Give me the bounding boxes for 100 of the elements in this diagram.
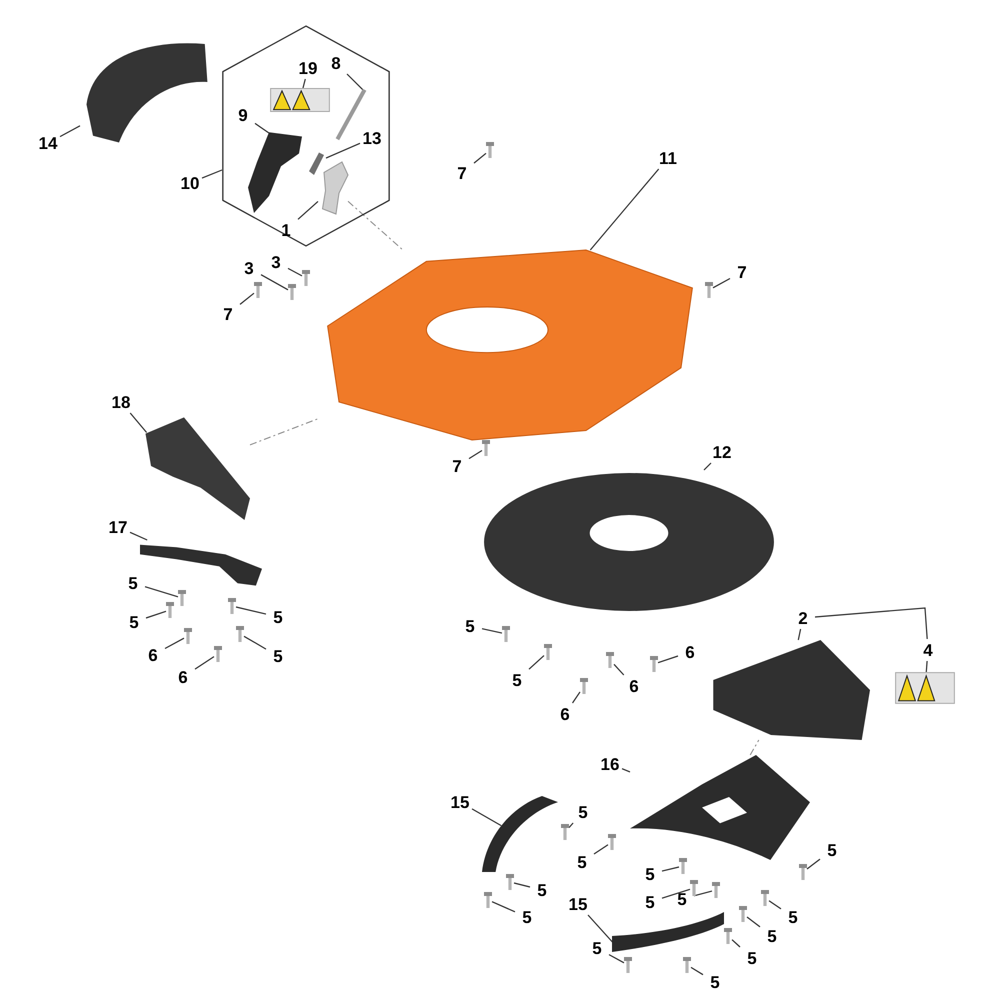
callout-number: 5 [122,611,146,633]
screw-drawing [739,906,747,922]
screw-drawing [502,626,510,642]
callout-number: 18 [109,391,133,413]
callout-number: 7 [730,261,754,283]
leader-line [690,966,704,976]
leader-line [658,655,678,664]
leader-line [746,916,760,928]
assembly-line [348,200,404,250]
screw-drawing [561,824,569,840]
screw-drawing [166,602,174,618]
leader-line [244,636,266,650]
leader-line [144,586,178,598]
callout-number: 3 [237,257,261,279]
screw-drawing [705,282,713,298]
screw-drawing [690,880,698,896]
leader-line [474,152,486,164]
leader-line [346,74,364,92]
leader-line [806,858,820,870]
callout-number: 5 [458,615,482,637]
leader-line [814,607,928,640]
callout-number: 5 [571,801,595,823]
callout-number: 16 [598,753,622,775]
leader-line [614,664,624,676]
leader-line [798,628,802,640]
screw-drawing [288,284,296,300]
screw-drawing [486,142,494,158]
screw-drawing [254,282,262,298]
leader-line [468,450,482,460]
warning-label-drawing [270,88,330,112]
screw-drawing [683,957,691,973]
leader-line [732,939,740,948]
assembly-line [750,740,760,756]
callout-number: 15 [566,893,590,915]
callout-number: 10 [178,172,202,194]
screw-drawing [228,598,236,614]
strip-drawing [612,912,724,952]
assembly-line [250,418,320,446]
callout-number: 5 [703,971,727,993]
frame-drawing [630,755,810,860]
screw-drawing [606,652,614,668]
screw-drawing [799,864,807,880]
leader-line [202,169,222,179]
pin-drawing [306,150,326,175]
leader-line [60,125,80,138]
callout-number: 6 [553,703,577,725]
leader-line [146,610,166,619]
leader-line [326,142,360,159]
callout-number: 5 [781,906,805,928]
leader-line [594,844,608,854]
leader-line [768,900,782,910]
screw-drawing [624,957,632,973]
callout-number: 5 [505,669,529,691]
callout-number: 7 [216,303,240,325]
leader-line [704,462,712,470]
leader-line [240,292,254,305]
screw-drawing [506,874,514,890]
screw-drawing [544,644,552,660]
callout-number: 5 [638,863,662,885]
callout-number: 5 [121,572,145,594]
callout-number: 7 [445,455,469,477]
screw-drawing [184,628,192,644]
callout-number: 5 [740,947,764,969]
callout-number: 5 [266,606,290,628]
screw-drawing [178,590,186,606]
screw-drawing [484,892,492,908]
callout-number: 5 [570,851,594,873]
leader-line [514,882,530,888]
callout-number: 12 [710,441,734,463]
leader-line [260,274,288,290]
screw-drawing [302,270,310,286]
warning-label-drawing [895,672,955,704]
callout-number: 19 [296,57,320,79]
leader-line [302,78,306,88]
callout-number: 5 [515,906,539,928]
leader-line [482,628,502,634]
callout-number: 15 [448,791,472,813]
callout-number: 5 [638,891,662,913]
callout-number: 3 [264,251,288,273]
callout-number: 8 [324,52,348,74]
leader-line [568,822,574,828]
screw-drawing [712,882,720,898]
callout-number: 1 [274,219,298,241]
callout-number: 4 [916,639,940,661]
screw-drawing [482,440,490,456]
leader-line [194,656,214,670]
callout-number: 17 [106,516,130,538]
leader-line [572,692,580,704]
leader-line [662,888,690,899]
screw-drawing [650,656,658,672]
callout-number: 5 [585,937,609,959]
leader-line [130,412,148,433]
callout-number: 5 [530,879,554,901]
callout-number: 5 [670,888,694,910]
screw-drawing [679,858,687,874]
callout-number: 5 [760,925,784,947]
leader-line [164,638,184,650]
callout-number: 13 [360,127,384,149]
leader-line [298,200,318,220]
group-hexagon [222,25,390,247]
